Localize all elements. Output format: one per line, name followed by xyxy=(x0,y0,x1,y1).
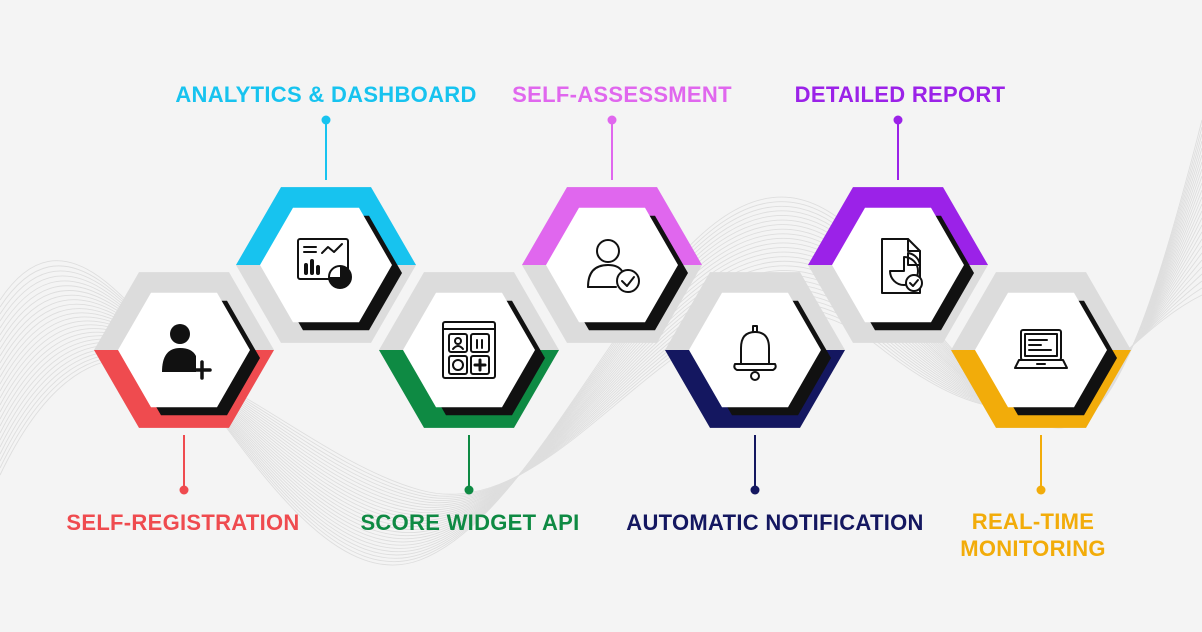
connector-dot xyxy=(607,115,617,125)
user-check-icon xyxy=(587,239,640,293)
hex-face xyxy=(260,207,392,323)
bell-icon xyxy=(733,325,777,381)
report-chart-icon xyxy=(881,238,923,294)
connector-dot xyxy=(179,485,189,495)
hex-face xyxy=(403,292,535,408)
connector-dot xyxy=(750,485,760,495)
connector-dot xyxy=(321,115,331,125)
feature-label: SELF-ASSESSMENT xyxy=(512,82,732,107)
feature-label: DETAILED REPORT xyxy=(794,82,1006,107)
hex-face xyxy=(689,292,821,408)
feature-label: ANALYTICS & DASHBOARD xyxy=(175,82,477,107)
hex-face xyxy=(832,207,964,323)
feature-hexagon xyxy=(236,187,416,343)
feature-label: SCORE WIDGET API xyxy=(360,510,580,535)
feature-label: SELF-REGISTRATION xyxy=(66,510,300,535)
feature-hexagon xyxy=(808,187,988,343)
connector-dot xyxy=(464,485,474,495)
feature-hexagon xyxy=(522,187,702,343)
feature-label: AUTOMATIC NOTIFICATION xyxy=(626,510,924,535)
user-plus-icon xyxy=(162,324,212,380)
analytics-dashboard-icon xyxy=(297,238,352,289)
connector-dot xyxy=(893,115,903,125)
widget-grid-icon xyxy=(442,321,496,379)
laptop-monitor-icon xyxy=(1014,329,1068,369)
feature-hexagon xyxy=(379,272,559,428)
connector-dot xyxy=(1036,485,1046,495)
feature-hexagon xyxy=(951,272,1131,428)
